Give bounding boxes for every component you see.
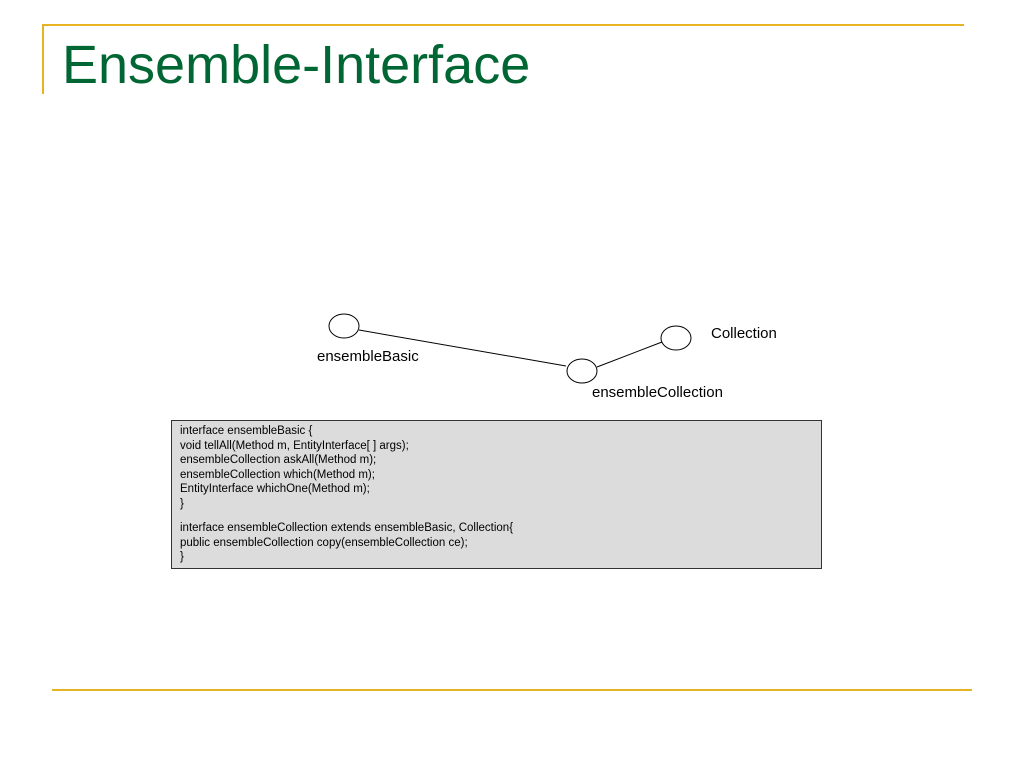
code-line: interface ensembleBasic { bbox=[180, 425, 313, 437]
label-ensembleBasic: ensembleBasic bbox=[317, 348, 419, 365]
slide-title: Ensemble-Interface bbox=[62, 35, 531, 95]
code-line: ensembleCollection askAll(Method m); bbox=[180, 454, 377, 466]
code-line: } bbox=[180, 497, 184, 510]
code-line: ensembleCollection which(Method m); bbox=[180, 468, 375, 481]
node-ensembleCollection bbox=[566, 358, 598, 384]
code-line: } bbox=[180, 551, 184, 563]
code-block-spacer bbox=[180, 511, 813, 521]
node-ensembleBasic bbox=[328, 313, 360, 339]
left-accent-line bbox=[42, 24, 44, 94]
top-accent-line bbox=[42, 24, 964, 26]
label-Collection: Collection bbox=[711, 325, 777, 342]
code-line: EntityInterface whichOne(Method m); bbox=[180, 483, 370, 495]
code-line: void tellAll(Method m, EntityInterface[ … bbox=[180, 439, 409, 452]
code-line: interface ensembleCollection extends ens… bbox=[180, 522, 514, 534]
edge-Collection-ensembleCollection bbox=[596, 341, 663, 368]
node-Collection bbox=[660, 325, 692, 351]
code-line: public ensembleCollection copy(ensembleC… bbox=[180, 536, 468, 549]
edge-ensembleBasic-ensembleCollection bbox=[358, 329, 567, 367]
code-listing: interface ensembleBasic { void tellAll(M… bbox=[171, 420, 822, 569]
bottom-accent-line bbox=[52, 689, 972, 691]
label-ensembleCollection: ensembleCollection bbox=[592, 384, 723, 401]
